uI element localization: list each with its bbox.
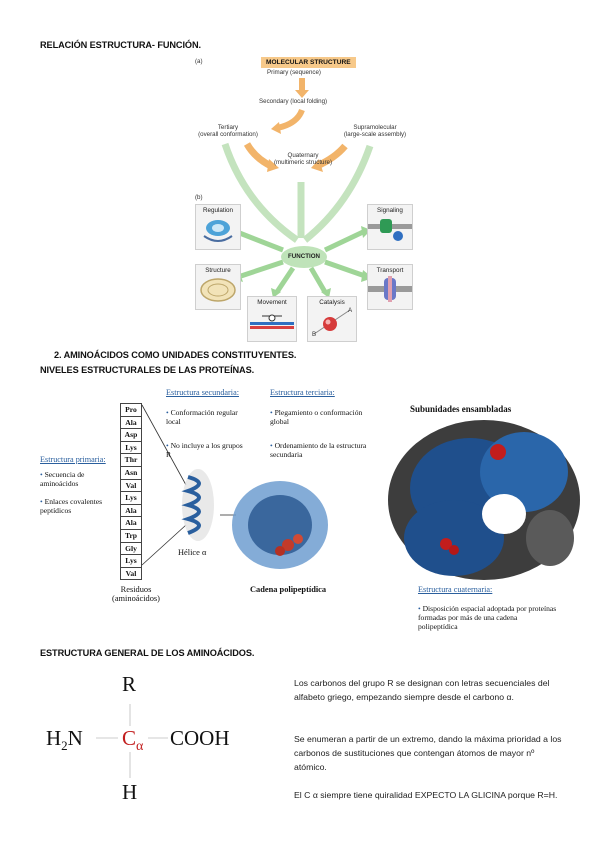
signaling-icon <box>368 219 412 241</box>
section-heading-relacion: RELACIÓN ESTRUCTURA- FUNCIÓN. <box>40 40 201 50</box>
regulation-icon <box>203 220 233 242</box>
quaternary-sub-label: (multimeric structure) <box>273 159 333 167</box>
cadena-caption: Cadena polipeptídica <box>250 585 327 594</box>
residuos-caption: Residuos (aminoácidos) <box>112 585 160 603</box>
catalysis-label: Catalysis <box>319 299 345 306</box>
tertiary-sub-label: (overall conformation) <box>198 131 258 139</box>
cuaternaria-bullet-1: • Disposición espacial adoptada por prot… <box>418 604 557 632</box>
section-subheading-niveles: NIVELES ESTRUCTURALES DE LAS PROTEÍNAS. <box>40 365 255 375</box>
secundaria-bullet-1: • Conformación regular local <box>166 408 238 427</box>
movement-box: Movement <box>247 296 297 342</box>
quaternary-structure-graphic <box>388 420 580 580</box>
section-heading-aminoacidos: 2. AMINOÁCIDOS COMO UNIDADES CONSTITUYEN… <box>54 350 297 360</box>
signaling-box: Signaling <box>367 204 413 250</box>
paragraph-3: El C α siempre tiene quiralidad EXPECTO … <box>294 790 558 800</box>
catalysis-a-label: A <box>348 307 353 314</box>
section-heading-estructura-general: ESTRUCTURA GENERAL DE LOS AMINOÁCIDOS. <box>40 648 255 658</box>
residue-cell: Asn <box>121 466 141 480</box>
residue-cell: Thr <box>121 454 141 467</box>
regulation-box: Regulation <box>195 204 241 250</box>
terciaria-bullet-1: • Plegamiento o conformación global <box>270 408 363 427</box>
levels-graphics <box>141 404 328 569</box>
formula-c-alpha: Cα <box>122 726 144 755</box>
primary-label: Primary (sequence) <box>267 69 321 76</box>
primaria-bullet-2: • Enlaces covalentes peptídicos <box>40 497 103 516</box>
formula-h: H <box>122 780 138 804</box>
structure-icon <box>200 278 236 302</box>
terciaria-title: Estructura terciaria: <box>270 388 335 397</box>
cuaternaria-title: Estructura cuaternaria: <box>418 585 493 594</box>
residue-cell: Ala <box>121 517 141 530</box>
primaria-title: Estructura primaria: <box>40 455 106 464</box>
paragraph-2: Se enumeran a partir de un extremo, dand… <box>294 734 562 773</box>
signaling-label: Signaling <box>377 207 403 214</box>
residue-cell: Pro <box>121 404 141 417</box>
structure-label: Structure <box>205 267 231 274</box>
tertiary-label: Tertiary <box>217 124 239 131</box>
movement-icon <box>250 314 294 329</box>
subunidades-caption: Subunidades ensambladas <box>410 404 512 414</box>
panel-b-label: (b) <box>195 194 203 201</box>
function-node: FUNCTION <box>281 246 327 268</box>
formula-r: R <box>122 672 137 696</box>
supramolecular-sub-label: (large-scale assembly) <box>343 131 407 139</box>
transport-box: Transport <box>367 264 413 310</box>
panel-a-label: (a) <box>195 58 203 65</box>
helice-caption: Hélice α <box>178 548 207 557</box>
structure-box: Structure <box>195 264 241 310</box>
secondary-label: Secondary (local folding) <box>259 98 328 105</box>
paragraph-1: Los carbonos del grupo R se designan con… <box>294 678 550 703</box>
residue-cell: Val <box>121 479 141 493</box>
residue-cell: Val <box>121 567 141 580</box>
residue-cell: Lys <box>121 492 141 505</box>
residue-cell: Ala <box>121 416 141 430</box>
residue-cell: Gly <box>121 542 141 556</box>
formula-h2n: H2N <box>46 726 83 754</box>
molecular-structure-title: MOLECULAR STRUCTURE <box>261 57 356 68</box>
figure-structure-function: (a) MOLECULAR STRUCTURE Primary (sequenc… <box>185 54 425 344</box>
supramolecular-label: Supramolecular <box>353 124 397 131</box>
catalysis-box: Catalysis A B <box>307 296 357 342</box>
terciaria-bullet-2: • Ordenamiento de la estructura secundar… <box>270 441 367 460</box>
movement-label: Movement <box>257 299 287 306</box>
transport-icon <box>368 276 412 302</box>
regulation-label: Regulation <box>202 207 234 214</box>
catalysis-icon <box>313 309 351 335</box>
quaternary-label: Quaternary <box>287 152 319 159</box>
residue-cell: Lys <box>121 441 141 455</box>
transport-label: Transport <box>376 267 404 274</box>
secundaria-title: Estructura secundaria: <box>166 388 239 397</box>
residue-cell: Lys <box>121 555 141 568</box>
formula-bonds <box>96 704 168 778</box>
secundaria-bullet-2: • No incluye a los grupos R <box>166 441 243 460</box>
catalysis-b-label: B <box>312 331 317 338</box>
residue-cell: Ala <box>121 504 141 518</box>
formula-cooh: COOH <box>170 726 230 750</box>
residue-cell: Trp <box>121 529 141 543</box>
residues-table: Pro Ala Asp Lys Thr Asn Val Lys Ala Ala … <box>120 403 142 581</box>
primaria-bullet-1: • Secuencia de aminoácidos <box>40 470 85 489</box>
residue-cell: Asp <box>121 429 141 442</box>
